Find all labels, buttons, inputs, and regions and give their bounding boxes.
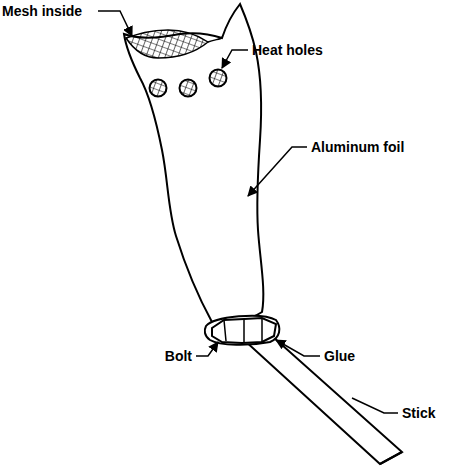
glue (205, 316, 280, 345)
part-label: Aluminum foil (311, 139, 404, 155)
bolt (212, 318, 276, 343)
aluminum-foil (124, 4, 263, 323)
mesh (126, 30, 208, 58)
part-label: Mesh inside (2, 3, 82, 19)
leader-lines (98, 11, 398, 413)
heat-holes (150, 70, 227, 97)
stick (244, 336, 402, 464)
part-label: Bolt (165, 348, 192, 364)
part-label: Heat holes (252, 42, 323, 58)
part-label: Glue (324, 348, 355, 364)
part-label: Stick (402, 405, 435, 421)
